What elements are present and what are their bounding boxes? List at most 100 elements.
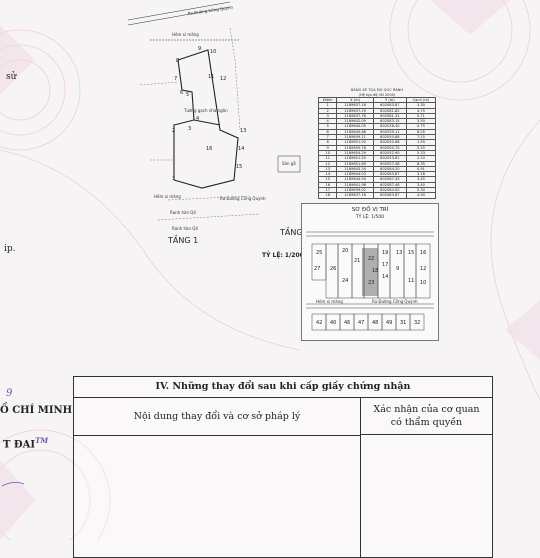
- point-label: 7: [174, 76, 177, 82]
- section-iv-col-confirmation: Xác nhận của cơ quan có thẩm quyền: [361, 397, 492, 435]
- table-cell: 1189651.55: [336, 155, 374, 162]
- lot-number: 18: [372, 268, 378, 274]
- table-cell: 16: [317, 181, 338, 189]
- point-label: 3: [188, 126, 191, 132]
- point-label: 6: [180, 90, 183, 96]
- lot-number: 16: [420, 250, 426, 256]
- lot-number: 32: [414, 320, 420, 326]
- point-label: 1: [172, 176, 175, 182]
- lot-number: 22: [368, 256, 374, 262]
- table-cell: 12: [317, 160, 338, 167]
- lot-number: 31: [400, 320, 406, 326]
- table-cell: 8: [317, 139, 338, 146]
- location-scale: TỶ LỆ: 1/500: [355, 215, 385, 220]
- lot-number: 47: [358, 320, 364, 326]
- table-cell: 0.75: [405, 123, 437, 130]
- table-cell: 1189651.89: [336, 160, 374, 167]
- bottom-alley-label: Hẻm xi măng: [154, 194, 181, 199]
- section-iv-title: IV. Những thay đổi sau khi cấp giấy chứn…: [74, 377, 492, 398]
- table-cell: 3.30: [405, 102, 437, 109]
- point-label: 8: [176, 58, 179, 64]
- lot-number: 21: [354, 258, 360, 264]
- table-cell: 3.45: [405, 176, 437, 183]
- lot-number: 20: [342, 248, 348, 254]
- table-cell: 18: [317, 192, 338, 199]
- table-cell: 5.33: [405, 149, 437, 157]
- section-iv-divider: [360, 435, 361, 557]
- table-cell: 17: [317, 187, 338, 194]
- table-cell: 3.50: [405, 118, 437, 125]
- neighbor-label-1: Ranh hàn Q4: [170, 210, 196, 215]
- table-cell: 14: [317, 171, 338, 178]
- table-cell: 602083.87: [372, 192, 407, 199]
- table-cell: 1189650.78: [336, 144, 374, 151]
- bottom-street-label: Ra Đường Cống Quỳnh: [220, 196, 266, 201]
- left-text-ho-chi-minh: Ồ CHÍ MINH: [0, 405, 73, 416]
- table-cell: 4.75: [405, 107, 437, 114]
- table-cell: 1189639.02: [336, 187, 374, 194]
- table-cell: 1189637.29: [336, 107, 374, 114]
- left-text-9: 9: [6, 388, 13, 399]
- table-cell: 1189637.16: [336, 192, 374, 199]
- top-alley-label: Hẻm xi măng: [172, 32, 199, 37]
- table-cell: 1189644.03: [336, 171, 374, 178]
- table-cell: 1189644.94: [336, 176, 374, 183]
- table-cell: 5: [317, 123, 338, 130]
- lot-number: 10: [420, 280, 426, 286]
- lot-number: 11: [408, 278, 414, 284]
- table-cell: 1189649.11: [336, 134, 374, 141]
- location-map-svg: Hẻm xi măng Ra Đường Cống Quỳnh 25 20 21 22…: [306, 231, 434, 331]
- floor-1-label: TẦNG 1: [168, 236, 199, 245]
- lot-number: 46: [344, 320, 350, 326]
- point-label: 11: [208, 74, 214, 80]
- point-label: 13: [240, 128, 246, 134]
- table-cell: 3.40: [405, 181, 437, 189]
- table-cell: 0.91: [405, 165, 437, 173]
- lot-number: 13: [396, 250, 402, 256]
- lot-number: 27: [314, 266, 320, 272]
- plan-scale-label: TỶ LỆ: 1/200: [262, 252, 304, 259]
- table-cell: 2.10: [405, 155, 437, 162]
- top-street: Ra Đường Cống Quỳnh: [127, 1, 234, 26]
- point-label: 2: [172, 128, 175, 134]
- table-cell: 1: [317, 102, 338, 109]
- table-cell: 2: [317, 107, 338, 114]
- floor-plan: Ra Đường Cống Quỳnh Hẻm xi măng Tường gạ…: [110, 0, 310, 250]
- wall-label: Tường gạch nhà ngăn: [183, 108, 228, 113]
- table-cell: 1189640.68: [336, 128, 374, 136]
- table-cell: 5.30: [405, 187, 437, 194]
- lot-number: 24: [342, 278, 348, 284]
- location-title: SƠ ĐỒ VỊ TRÍ: [351, 207, 389, 213]
- location-diagram: SƠ ĐỒ VỊ TRÍ TỶ LỆ: 1/500 Hẻm: [301, 203, 439, 341]
- left-text-dat-dai-main: T ĐAI: [3, 439, 36, 451]
- san-label: Sân gỗ: [282, 161, 296, 166]
- lot-number: 25: [316, 250, 322, 256]
- coordinate-table-header-row: Điểm X (m) Y (m) Cạnh (m): [317, 96, 437, 104]
- left-scribble: [1, 482, 25, 487]
- top-street-label: Ra Đường Cống Quỳnh: [187, 5, 233, 16]
- left-text-dat-dai: T ĐAITM: [3, 436, 48, 450]
- lot-number: 49: [386, 320, 392, 326]
- lot-number: 42: [316, 320, 322, 326]
- table-cell: 4: [317, 118, 338, 125]
- left-text-ip: ip.: [4, 244, 16, 254]
- table-cell: 0.71: [405, 112, 437, 120]
- location-road-label: Ra Đường Cống Quỳnh: [372, 299, 418, 304]
- point-label: 5: [186, 92, 189, 98]
- point-label: 16: [206, 146, 212, 152]
- point-label: 15: [236, 164, 242, 170]
- lot-number: 14: [382, 274, 388, 280]
- table-cell: 8.35: [405, 160, 437, 167]
- location-alley-label: Hẻm xi măng: [316, 299, 343, 304]
